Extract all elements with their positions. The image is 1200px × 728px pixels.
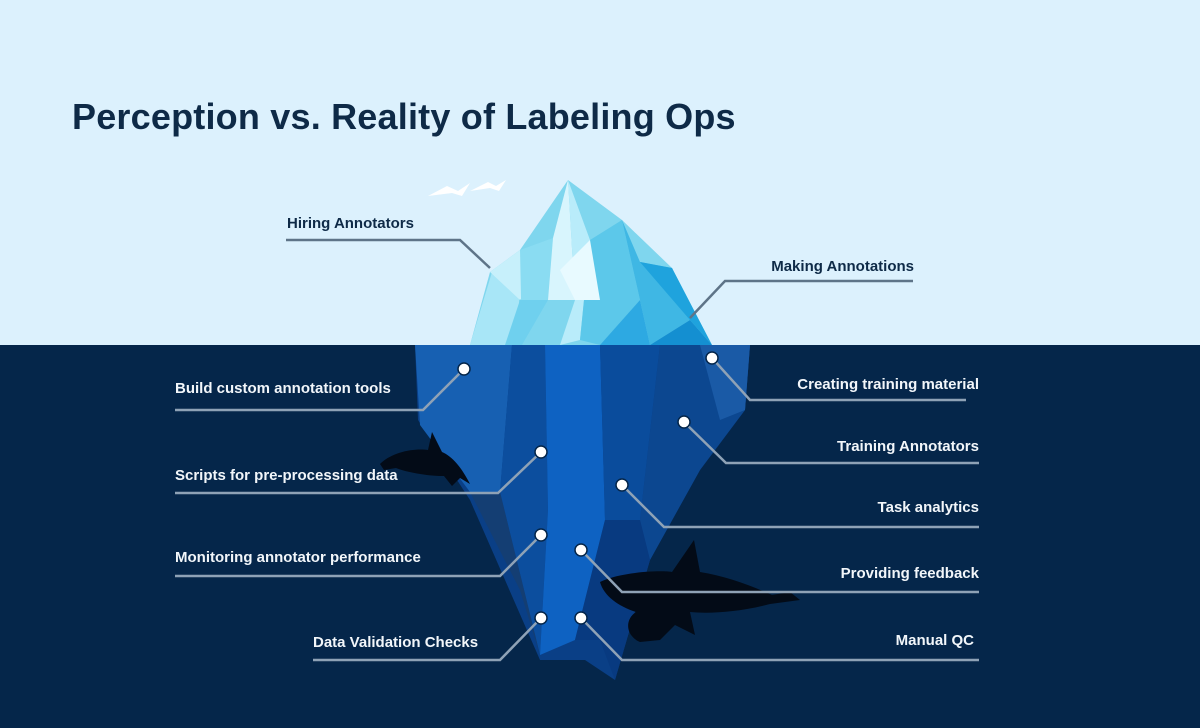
leader-providing-feedback bbox=[580, 549, 979, 594]
label-data-validation-checks: Data Validation Checks bbox=[313, 634, 479, 651]
leader-manual-qc bbox=[580, 617, 979, 662]
label-manual-qc: Manual QC bbox=[895, 632, 974, 649]
leader-making-annotations bbox=[689, 279, 913, 319]
leader-scripts bbox=[175, 451, 542, 495]
anchor-dot-training-annotators bbox=[677, 415, 691, 429]
label-creating-training-material: Creating training material bbox=[797, 376, 979, 393]
label-monitoring-annotator-performance: Monitoring annotator performance bbox=[175, 549, 421, 566]
label-providing-feedback: Providing feedback bbox=[840, 565, 979, 582]
label-training-annotators: Training Annotators bbox=[837, 438, 979, 455]
anchor-dot-providing-feedback bbox=[574, 543, 588, 557]
leader-hiring-annotators bbox=[286, 238, 491, 269]
label-hiring-annotators: Hiring Annotators bbox=[287, 215, 414, 232]
anchor-dot-scripts bbox=[534, 445, 548, 459]
anchor-dot-build-tools bbox=[457, 362, 471, 376]
leader-task-analytics bbox=[621, 484, 979, 529]
anchor-dot-task-analytics bbox=[615, 478, 629, 492]
label-build-custom-annotation-tools: Build custom annotation tools bbox=[175, 380, 391, 397]
anchor-dot-data-validation bbox=[534, 611, 548, 625]
label-scripts-pre-processing: Scripts for pre-processing data bbox=[175, 467, 398, 484]
page-title: Perception vs. Reality of Labeling Ops bbox=[72, 96, 736, 137]
iceberg-body bbox=[415, 345, 750, 680]
birds-icon bbox=[428, 180, 506, 196]
anchor-dot-monitoring bbox=[534, 528, 548, 542]
leader-build-tools bbox=[175, 368, 465, 412]
label-task-analytics: Task analytics bbox=[877, 499, 979, 516]
anchor-dot-creating-training bbox=[705, 351, 719, 365]
leader-training-annotators bbox=[683, 421, 979, 465]
leader-monitoring bbox=[175, 534, 542, 578]
label-making-annotations: Making Annotations bbox=[771, 258, 914, 275]
iceberg-tip bbox=[470, 180, 712, 345]
leader-creating-training bbox=[711, 357, 966, 402]
leader-data-validation bbox=[313, 617, 542, 662]
anchor-dot-manual-qc bbox=[574, 611, 588, 625]
orca-left-icon bbox=[380, 432, 470, 486]
